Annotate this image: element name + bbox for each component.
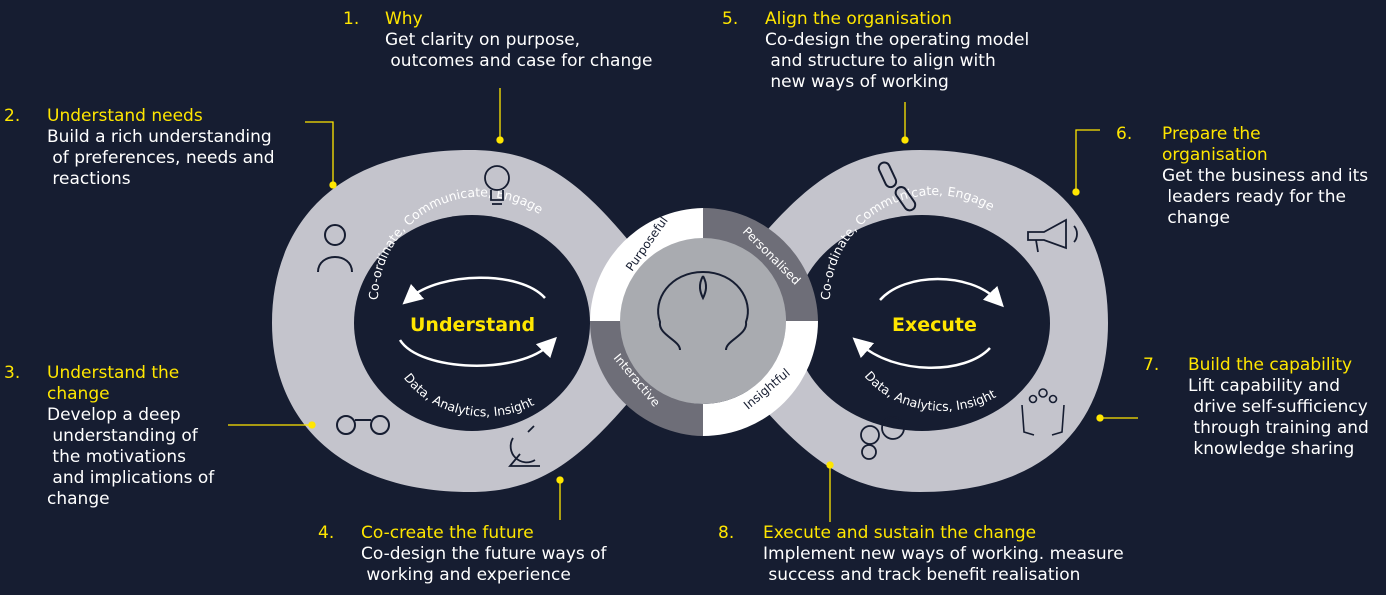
step-4: 4. Co-create the future Co-design the fu…	[318, 523, 648, 586]
leader-2	[305, 121, 334, 185]
step-6: 6. Prepare the organisation Get the busi…	[1116, 124, 1384, 229]
step-4-desc: Co-design the future ways of working and…	[361, 544, 607, 585]
left-bottom-arrow	[398, 336, 557, 367]
step-7-title: Build the capability	[1188, 355, 1353, 375]
hands-team-icon	[1021, 388, 1065, 436]
leader-lines	[228, 88, 1138, 522]
step-3-desc: Develop a deep understanding of the moti…	[47, 405, 215, 509]
gears-icon	[860, 416, 905, 460]
person-icon	[317, 224, 353, 273]
left-loop-label: Understand	[410, 314, 536, 336]
ring-segment-interactive	[590, 321, 703, 436]
step-5-title: Align the organisation	[765, 9, 952, 29]
lightbulb-icon	[484, 165, 510, 205]
ring-segment-insightful	[703, 321, 818, 436]
right-bottom-arrow	[852, 337, 991, 369]
step-7-number: 7.	[1143, 355, 1160, 375]
step-2: 2. Understand needs Build a rich underst…	[4, 106, 304, 190]
head-icon	[657, 270, 749, 351]
megaphone-icon	[1027, 218, 1078, 253]
leader-6	[1075, 129, 1100, 192]
step-8: 8. Execute and sustain the change Implem…	[718, 523, 1178, 586]
step-6-number: 6.	[1116, 124, 1133, 144]
step-2-desc: Build a rich understanding of preference…	[47, 127, 275, 189]
step-3-number: 3.	[4, 363, 21, 383]
step-7-desc: Lift capability and drive self-sufficien…	[1188, 376, 1369, 459]
step-3-title: Understand the change	[47, 363, 180, 404]
center-ring: Purposeful Personalised Insightful Inter…	[590, 208, 818, 436]
step-6-title: Prepare the organisation	[1162, 124, 1268, 165]
step-1-number: 1.	[343, 9, 360, 29]
step-2-title: Understand needs	[47, 106, 203, 126]
step-3: 3. Understand the change Develop a deep …	[4, 363, 234, 510]
step-5: 5. Align the organisation Co-design the …	[722, 9, 1062, 93]
step-1-title: Why	[385, 9, 423, 29]
step-7: 7. Build the capability Lift capability …	[1143, 355, 1385, 460]
right-loop-label: Execute	[892, 314, 977, 336]
step-4-title: Co-create the future	[361, 523, 534, 543]
step-2-number: 2.	[4, 106, 21, 126]
chain-link-icon	[877, 161, 917, 212]
step-6-desc: Get the business and its leaders ready f…	[1162, 166, 1369, 228]
right-top-arrow	[879, 277, 1004, 308]
step-5-desc: Co-design the operating model and struct…	[765, 30, 1030, 92]
step-8-desc: Implement new ways of working. measure s…	[763, 544, 1124, 585]
left-top-arrow	[402, 276, 546, 305]
binoculars-icon	[336, 415, 390, 435]
left-loop	[354, 215, 590, 431]
right-loop	[794, 215, 1050, 431]
step-1-desc: Get clarity on purpose, outcomes and cas…	[385, 30, 653, 71]
ring-center	[620, 238, 786, 404]
step-1: 1. Why Get clarity on purpose, outcomes …	[343, 9, 673, 72]
ring-segment-purposeful	[590, 208, 703, 321]
step-4-number: 4.	[318, 523, 335, 543]
ring-segment-personalised	[703, 208, 818, 321]
step-5-number: 5.	[722, 9, 739, 29]
step-8-number: 8.	[718, 523, 735, 543]
step-8-title: Execute and sustain the change	[763, 523, 1037, 543]
satellite-dish-icon	[508, 425, 540, 467]
